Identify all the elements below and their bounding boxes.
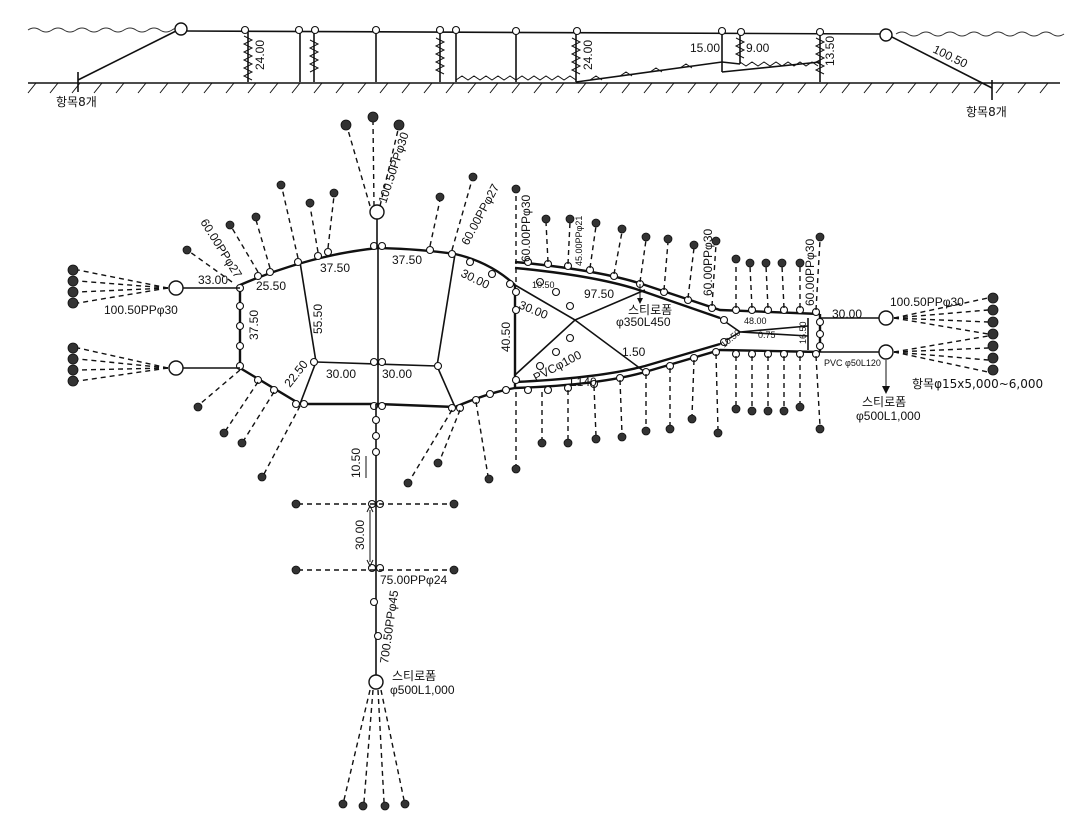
length-label: 1.50 (622, 345, 646, 359)
line-label: 100.50PPφ30 (376, 130, 412, 205)
side-anchor-label: 항목8개 (56, 95, 97, 109)
inner-line (299, 361, 317, 405)
length-label: 30.00 (459, 266, 492, 292)
side-headrope (185, 30, 881, 35)
length-label: 30.00 (832, 307, 862, 321)
side-depth-label: 24.00 (581, 40, 595, 70)
line-label: 700.50PPφ45 (377, 589, 401, 664)
length-label: 48.00 (744, 316, 767, 326)
float-spec-name: 스티로폼 (862, 395, 906, 409)
length-label: 30.00 (353, 520, 367, 550)
float-large (168, 360, 184, 376)
anchor-lines (182, 111, 825, 488)
funnel-bottom (514, 318, 646, 376)
side-depth-label: 24.00 (253, 40, 267, 70)
line-label: 100.50PPφ30 (104, 303, 178, 317)
float-spec: φ350L450 (616, 315, 671, 329)
plan-view: 100.50PPφ30 100.50PPφ30 100.50PPφ30 33.0… (67, 111, 1043, 811)
inner-line (436, 365, 456, 408)
frame-floats (235, 241, 825, 413)
float-spec: φ500L1,000 (390, 683, 455, 697)
length-label: 0.75 (758, 330, 776, 340)
pipe-label: PVC φ50L120 (824, 358, 881, 368)
length-label: 37.50 (320, 261, 350, 275)
inner-line (436, 253, 456, 367)
length-label: 33.00 (198, 273, 228, 287)
box-bottom-line-inner (514, 342, 721, 384)
float-large (368, 674, 384, 690)
float-spec: φ500L1,000 (856, 409, 921, 423)
float-large (878, 310, 894, 326)
inner-funnel-lines (739, 325, 809, 337)
box-top-line (514, 260, 821, 316)
line-label: 60.00PPφ27 (197, 216, 245, 281)
right-anchor-clusters (637, 284, 999, 394)
side-anchor-label: 항목8개 (966, 105, 1007, 119)
length-label: 30.00 (326, 367, 356, 381)
line-label: 100.50PPφ30 (890, 295, 964, 309)
line-label: 60.00PPφ30 (803, 239, 817, 306)
line-label: 60.00PPφ30 (519, 195, 533, 262)
side-depth-label: 9.00 (746, 41, 770, 55)
plan-labels: 100.50PPφ30 100.50PPφ30 100.50PPφ30 33.0… (104, 130, 1043, 697)
float-large (174, 22, 188, 36)
float-large (879, 28, 893, 42)
length-label: 16.50 (798, 321, 808, 344)
float-large (369, 204, 385, 220)
line-label: 75.00PPφ24 (380, 573, 447, 587)
water-surface-left (27, 27, 185, 33)
length-label: 10.50 (349, 448, 363, 478)
length-label: 55.50 (311, 304, 325, 334)
length-label: 30.00 (517, 298, 550, 322)
side-net-walls (242, 32, 826, 83)
line-label: 60.00PPφ27 (458, 181, 502, 247)
pipe-label: L140 (570, 375, 597, 389)
seabed-hatch (27, 82, 1049, 94)
box-top-line-inner (514, 266, 721, 320)
length-label: 97.50 (584, 287, 614, 301)
float-large (168, 280, 184, 296)
left-anchor-line (77, 29, 179, 81)
side-depth-label: 13.50 (823, 36, 837, 66)
length-label: 40.50 (499, 322, 513, 352)
length-label: 25.50 (256, 279, 286, 293)
inner-line (299, 261, 317, 363)
length-label: 10.50 (532, 280, 555, 290)
line-label: 60.00PPφ30 (701, 229, 715, 296)
left-anchor-clusters (67, 264, 240, 387)
float-large (878, 344, 894, 360)
side-view: 24.00 24.00 15.00 9.00 13.50 100.50 항목8개… (27, 22, 1065, 119)
side-floats (174, 22, 893, 42)
side-depth-label: 15.00 (690, 41, 720, 55)
float-spec-name: 스티로폼 (628, 303, 672, 317)
float-spec-name: 스티로폼 (392, 669, 436, 683)
anchor-spec: 항목φ15x5,000~6,000 (912, 377, 1043, 391)
leader-line (291, 404, 459, 811)
right-anchor-line (887, 34, 993, 89)
length-label: 37.50 (392, 253, 422, 267)
line-label: 45.00PPφ21 (574, 216, 584, 266)
length-label: 37.50 (247, 310, 261, 340)
water-surface-right (895, 31, 1065, 37)
length-label: 30.00 (382, 367, 412, 381)
